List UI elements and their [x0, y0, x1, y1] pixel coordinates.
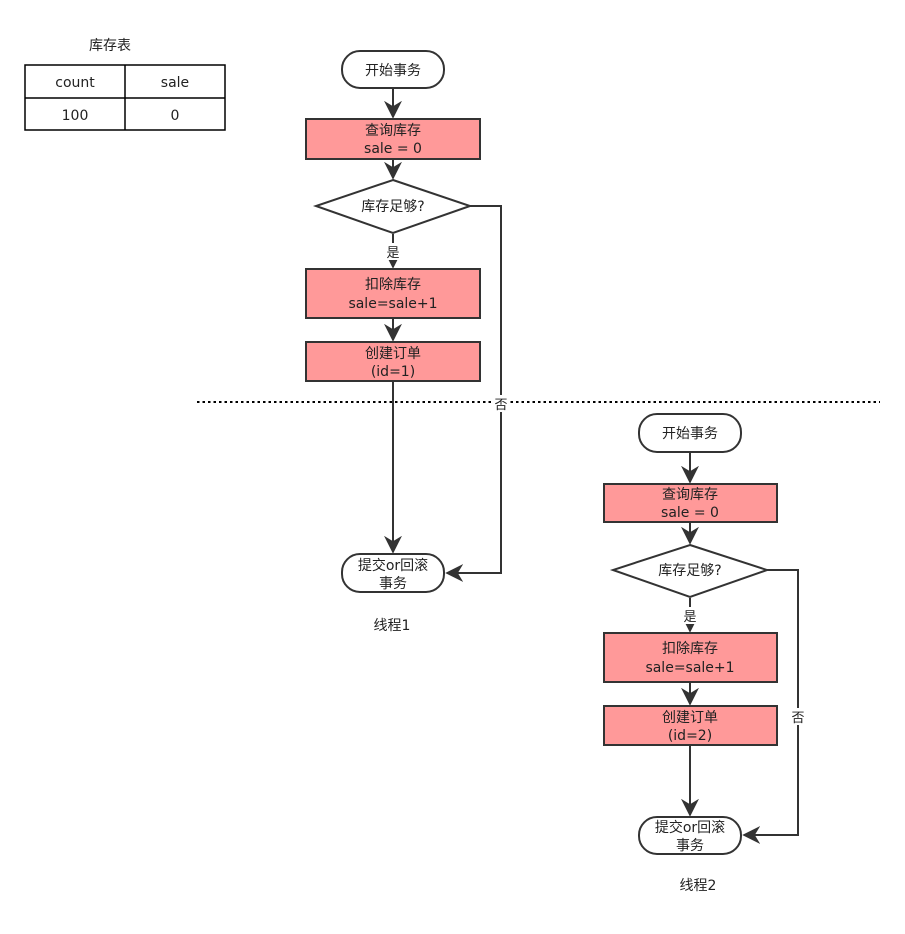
t2-query-node	[603, 483, 778, 523]
t2-deduct-node	[603, 632, 778, 683]
t1-query-node	[305, 118, 481, 160]
table-cell-sale: 0	[171, 108, 180, 124]
t1-start-label: 开始事务	[365, 63, 421, 79]
inventory-table: 库存表 count sale 100 0	[24, 38, 226, 131]
t1-deduct-node	[305, 268, 481, 319]
t1-order-line2: (id=1)	[371, 364, 415, 380]
t1-decision-label: 库存足够?	[361, 199, 424, 215]
t2-start-label: 开始事务	[662, 426, 718, 442]
t2-yes-label: 是	[683, 610, 696, 625]
t1-query-line1: 查询库存	[365, 123, 421, 139]
t2-order-line1: 创建订单	[662, 710, 718, 726]
t1-end-line1: 提交or回滚	[358, 557, 428, 574]
t2-thread-label: 线程2	[680, 878, 717, 894]
t2-deduct-line2: sale=sale+1	[645, 660, 734, 676]
t1-end-line2: 事务	[379, 576, 407, 592]
table-header-count: count	[55, 75, 95, 91]
t1-end-node	[341, 553, 445, 593]
t1-no-bg	[492, 395, 510, 412]
t1-start-node	[341, 50, 445, 89]
t1-order-line1: 创建订单	[365, 346, 421, 362]
t2-no-label: 否	[791, 711, 804, 726]
t2-order-node	[603, 705, 778, 746]
t2-end-node	[638, 816, 742, 855]
t1-query-line2: sale = 0	[364, 141, 422, 157]
t1-thread-label: 线程1	[374, 618, 411, 634]
t1-deduct-line2: sale=sale+1	[348, 296, 437, 312]
t2-query-line2: sale = 0	[661, 505, 719, 521]
t2-arrow-no-branch	[742, 569, 799, 844]
t2-end-line1: 提交or回滚	[655, 819, 725, 836]
t1-arrow-no-branch	[445, 205, 502, 582]
t1-yes-label: 是	[386, 246, 399, 261]
t2-deduct-line1: 扣除库存	[662, 641, 718, 657]
thread2-flow: 开始事务 查询库存 sale = 0 库存足够? 是 否 扣除库存 sale=s…	[603, 413, 807, 894]
table-header-sale: sale	[161, 75, 189, 91]
t2-order-line2: (id=2)	[668, 728, 712, 744]
t2-yes-bg	[681, 607, 699, 624]
t1-yes-bg	[384, 243, 402, 260]
t1-order-node	[305, 341, 481, 382]
t1-decision-node	[312, 178, 474, 235]
t1-deduct-line1: 扣除库存	[365, 277, 421, 293]
thread1-flow: 开始事务 查询库存 sale = 0 库存足够? 是 否 扣除库存 sale=s…	[305, 50, 510, 634]
table-cell-count: 100	[62, 108, 89, 124]
t2-decision-label: 库存足够?	[658, 563, 721, 579]
t2-no-bg	[789, 708, 807, 725]
t2-start-node	[638, 413, 742, 453]
table-title: 库存表	[89, 38, 131, 54]
t2-query-line1: 查询库存	[662, 487, 718, 503]
t1-no-label: 否	[494, 398, 507, 413]
t2-end-line2: 事务	[676, 838, 704, 854]
t2-decision-node	[609, 543, 771, 599]
